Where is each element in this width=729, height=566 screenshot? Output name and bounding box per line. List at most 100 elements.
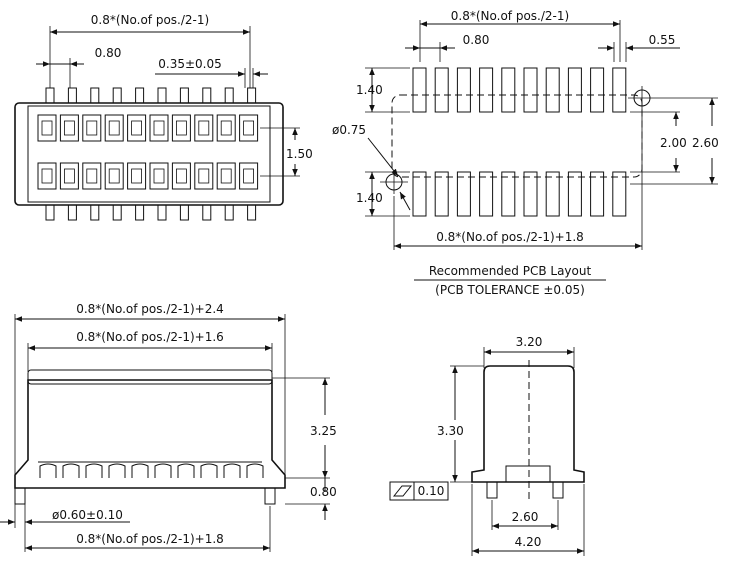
top-lead [67, 87, 77, 104]
lower-contact-inner [86, 168, 98, 184]
top-lead [45, 87, 55, 104]
pcb-pad-bottom [545, 171, 560, 217]
top-view-contacts [37, 114, 259, 190]
bottom-lead [67, 204, 77, 221]
bottom-lead [247, 204, 257, 221]
bottom-lead [202, 204, 212, 221]
lower-contact-inner [108, 168, 120, 184]
pcb-dim-pad-len-bottom-label: 1.40 [356, 191, 383, 205]
top-view: 0.8*(No.of pos./2-1) 0.80 0.35±0.05 1.50 [14, 13, 313, 221]
pcb-pad-top [612, 67, 627, 113]
lower-contact [216, 162, 236, 190]
upper-contact [216, 114, 236, 142]
lower-contact-inner [175, 168, 187, 184]
upper-contact [149, 114, 169, 142]
side-contact [223, 463, 241, 478]
pcb-dim-pad-len-top-label: 1.40 [356, 83, 383, 97]
bottom-lead [112, 204, 122, 221]
side-dim-bottom-label: 0.8*(No.of pos./2-1)+1.8 [76, 532, 224, 546]
pcb-hole-leader [367, 137, 399, 177]
side-view: 0.8*(No.of pos./2-1)+2.4 0.8*(No.of pos.… [0, 302, 337, 552]
lower-contact [171, 162, 191, 190]
upper-contact-inner [220, 120, 232, 136]
upper-contact [37, 114, 57, 142]
end-view-peg-left [486, 481, 498, 499]
side-contact [108, 463, 126, 478]
upper-contact [127, 114, 147, 142]
top-lead [90, 87, 100, 104]
end-dim-peg-spacing-label: 2.60 [512, 510, 539, 524]
upper-contact-inner [41, 120, 53, 136]
side-view-contacts [39, 463, 264, 478]
bottom-lead [90, 204, 100, 221]
bottom-lead [157, 204, 167, 221]
dim-pitch-label: 0.80 [95, 46, 122, 60]
pcb-pad-top [567, 67, 582, 113]
pcb-pad-bottom [567, 171, 582, 217]
dim-width-label: 0.35±0.05 [158, 57, 222, 71]
upper-contact-inner [175, 120, 187, 136]
bottom-lead [135, 204, 145, 221]
side-contact [39, 463, 57, 478]
lower-contact [149, 162, 169, 190]
end-view-peg-right [552, 481, 564, 499]
pcb-pad-top [590, 67, 605, 113]
pcb-pad-bottom [412, 171, 427, 217]
upper-contact [82, 114, 102, 142]
upper-contact [194, 114, 214, 142]
side-view-housing [14, 379, 286, 489]
pcb-pad-top [479, 67, 494, 113]
pcb-dim-pitch-label: 0.80 [463, 33, 490, 47]
pcb-outline [391, 94, 643, 178]
upper-contact-inner [198, 120, 210, 136]
pcb-pad-bottom [501, 171, 516, 217]
upper-contact [239, 114, 259, 142]
pcb-dim-hole-label: ø0.75 [332, 123, 366, 137]
pcb-pad-bottom [523, 171, 538, 217]
pcb-pad-bottom [590, 171, 605, 217]
top-lead [157, 87, 167, 104]
pcb-pad-bottom [612, 171, 627, 217]
upper-contact-inner [153, 120, 165, 136]
end-dim-top-width-label: 3.20 [516, 335, 543, 349]
pcb-pad-bottom [456, 171, 471, 217]
end-view-body [471, 365, 585, 483]
lower-contact [127, 162, 147, 190]
lower-contact-inner [198, 168, 210, 184]
end-dim-height-label: 3.30 [437, 424, 464, 438]
pcb-pad-top [456, 67, 471, 113]
pcb-pad-top [501, 67, 516, 113]
pcb-pad-top [545, 67, 560, 113]
lower-contact-inner [41, 168, 53, 184]
side-view-peg-left [14, 487, 26, 505]
pcb-pad-top [434, 67, 449, 113]
side-dim-peg-dia-label: ø0.60±0.10 [52, 508, 123, 522]
pcb-pad-top [523, 67, 538, 113]
pcb-dim-pitch-total-label: 0.8*(No.of pos./2-1) [451, 9, 569, 23]
pcb-dim-pad-width-label: 0.55 [649, 33, 676, 47]
side-contact [62, 463, 80, 478]
top-view-leads [45, 87, 257, 221]
lower-contact-inner [243, 168, 255, 184]
side-view-peg-right [264, 487, 276, 505]
lower-contact-inner [64, 168, 75, 184]
lower-contact [59, 162, 79, 190]
top-view-outer-body [14, 102, 284, 206]
upper-contact [104, 114, 124, 142]
pcb-pad-bottom [479, 171, 494, 217]
pcb-layout-view: 0.8*(No.of pos./2-1) 0.80 0.55 1.40 ø0.7… [332, 9, 719, 297]
side-contact [246, 463, 264, 478]
top-lead [202, 87, 212, 104]
end-dim-overall-width-label: 4.20 [515, 535, 542, 549]
pcb-pads [412, 67, 627, 217]
upper-contact [59, 114, 79, 142]
pcb-dim-total-label: 0.8*(No.of pos./2-1)+1.8 [436, 230, 584, 244]
side-contact [177, 463, 195, 478]
top-lead [247, 87, 257, 104]
top-lead [179, 87, 189, 104]
lower-contact-inner [153, 168, 165, 184]
bottom-lead [224, 204, 234, 221]
lower-contact-inner [220, 168, 232, 184]
side-contact [85, 463, 103, 478]
